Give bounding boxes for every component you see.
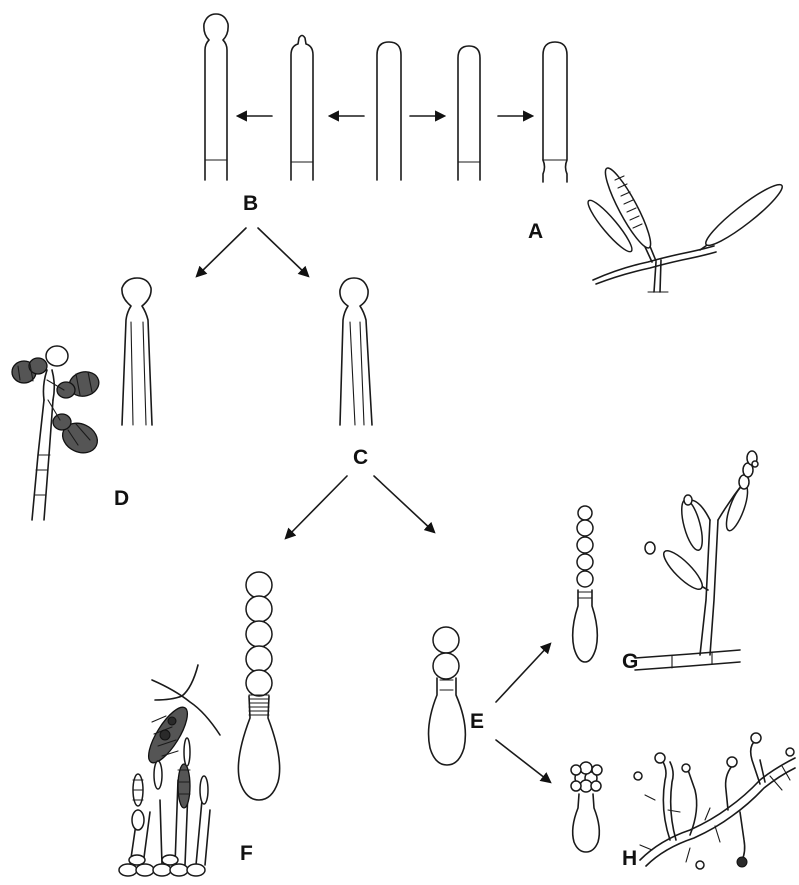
illustration-f: F [119,665,253,876]
sporodochia-h [634,733,794,869]
phialide-e [429,627,466,765]
illustration-a: A [528,164,787,292]
phialide-head-h [571,762,602,852]
label-b: B [243,192,258,215]
tip-septate [458,46,480,180]
phialide-chain-g [573,506,598,662]
conidium-top-left [12,358,47,383]
arrow-e-to-h [496,740,550,782]
arrow-b-to-d [197,228,246,276]
illustration-d: D [12,346,129,520]
label-d: D [114,487,129,510]
label-g: G [622,650,638,673]
phialide-chain-f [238,572,279,800]
label-e: E [470,710,484,733]
arrow-c-to-f [286,476,347,538]
tip-swollen-apex [204,14,228,180]
tip-small-bud [291,36,313,181]
label-f: F [240,842,253,865]
conidiophore-cluster-f [119,738,210,876]
tip-swollen-right [340,278,372,425]
label-a: A [528,220,543,243]
conidium-bottom-right [53,414,102,458]
tip-plain [377,42,401,180]
tip-constricted [543,42,567,182]
tip-swollen-left [122,278,152,425]
conidium-top-right [57,369,102,400]
arrow-c-to-e [374,476,434,532]
illustration-g: G [622,451,758,673]
label-c: C [353,446,368,469]
top-row-tips [204,14,567,182]
arrow-b-to-c [258,228,308,276]
label-h: H [622,847,637,870]
illustration-h: H [622,733,795,870]
arrow-e-to-g [496,644,550,702]
basal-cells-f [119,855,205,876]
